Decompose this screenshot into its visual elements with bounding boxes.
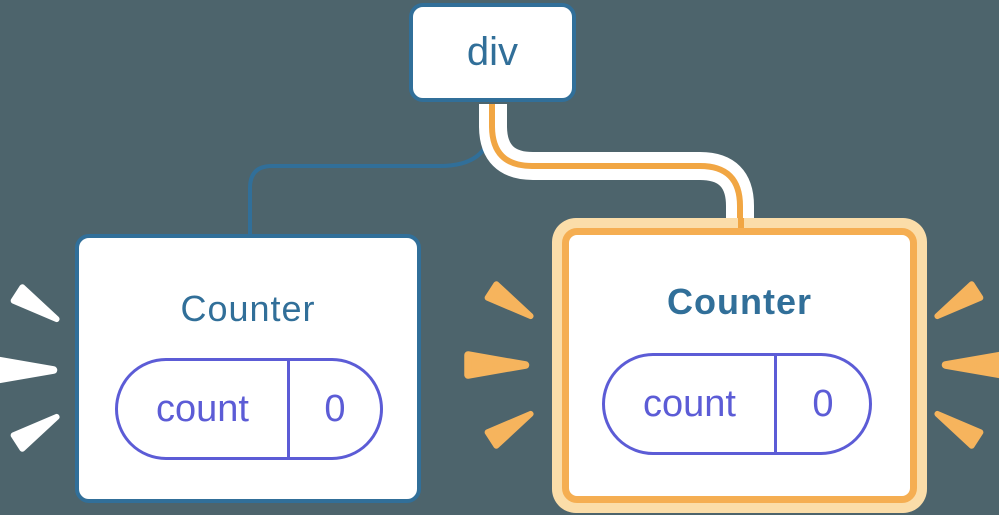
sparkle-wedge [934, 281, 984, 320]
sparkle-wedge [464, 351, 530, 379]
connector-stub [738, 218, 744, 229]
sparkle-wedge [0, 356, 58, 384]
tree-node-div-label: div [466, 30, 519, 74]
sparkle-burst-orange-right [934, 281, 999, 449]
state-value-cell: 0 [324, 387, 346, 430]
sparkle-wedge [484, 410, 534, 449]
counter-card-right-highlighted: Counter count 0 [552, 218, 927, 513]
counter-title: Counter [667, 281, 812, 322]
state-pill: count 0 [115, 358, 383, 460]
sparkle-wedge [484, 281, 534, 320]
sparkle-burst-white-left [0, 284, 60, 452]
connector-right-highlighted [489, 104, 743, 222]
tree-node-div: div [409, 3, 576, 102]
state-value-cell: 0 [812, 382, 834, 425]
sparkle-wedge [941, 351, 999, 379]
sparkle-wedge [10, 413, 60, 452]
state-name-cell: count [118, 361, 290, 457]
counter-title: Counter [180, 288, 316, 329]
connector-casing [479, 104, 754, 219]
state-pill: count 0 [602, 353, 872, 455]
connector-left-blue [248, 104, 494, 240]
state-name-cell: count [605, 356, 777, 452]
counter-card-right-inner: Counter count 0 [562, 228, 917, 503]
counter-card-left: Counter count 0 [75, 234, 421, 503]
sparkle-wedge [934, 410, 984, 449]
sparkle-burst-orange-left [464, 281, 534, 449]
sparkle-wedge [10, 284, 60, 323]
